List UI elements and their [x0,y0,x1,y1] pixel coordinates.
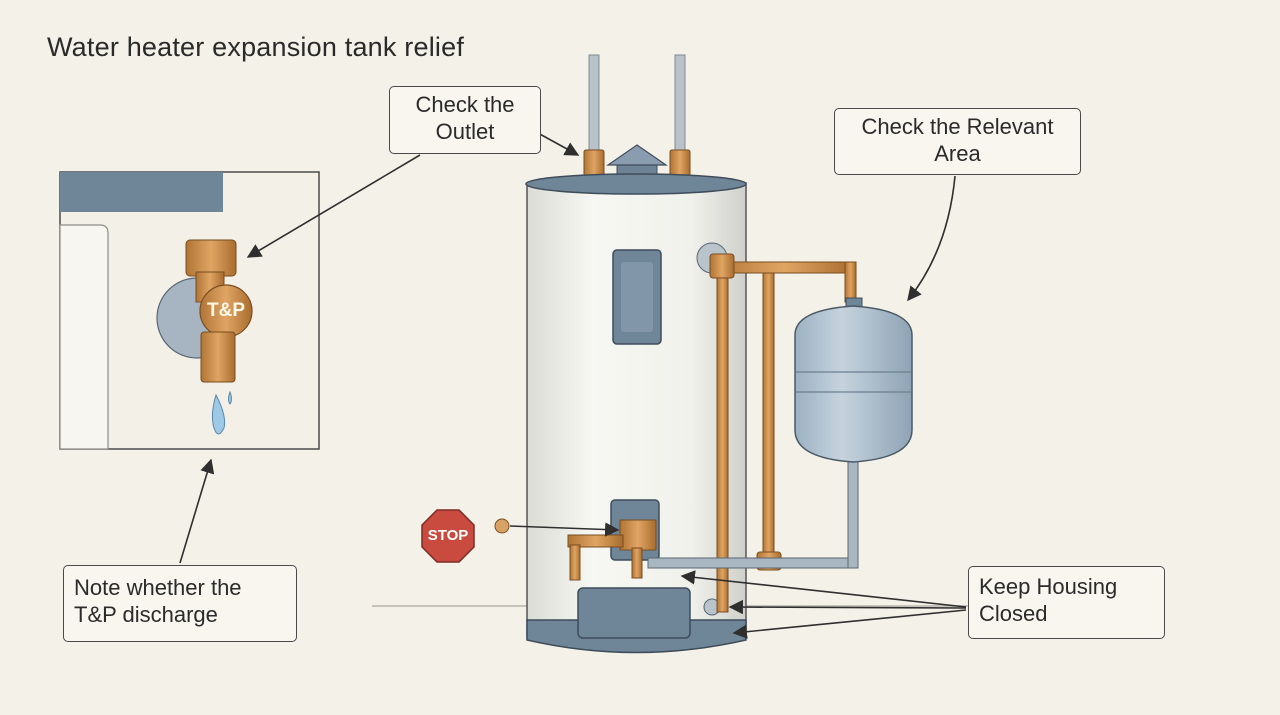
page-title: Water heater expansion tank relief [47,32,465,62]
leader-arrows [179,126,967,639]
callout-note-discharge: Note whether the T&P discharge [63,565,297,642]
callout-line: Note whether the [74,575,242,600]
callout-line: T&P discharge [74,602,218,627]
stop-sign-shape [421,509,475,563]
expansion-tank [794,297,913,463]
callout-line: Check the [415,92,515,117]
copper-piping [647,253,859,613]
tp-valve-label: T&P [207,300,245,321]
callout-check-relevant-area: Check the Relevant Area [834,108,1081,175]
callout-line: Closed [979,601,1048,626]
callout-line: Keep Housing [979,574,1118,599]
tp-valve-inset [59,171,320,450]
callout-line: Outlet [435,119,495,144]
callout-line: Check the Relevant [861,114,1054,139]
water-heater-tank [525,173,747,654]
stop-sign-label: STOP [427,527,469,544]
callout-check-outlet: Check the Outlet [389,86,541,154]
callout-keep-housing-closed: Keep Housing Closed [968,566,1165,639]
callout-line: Area [934,141,981,166]
